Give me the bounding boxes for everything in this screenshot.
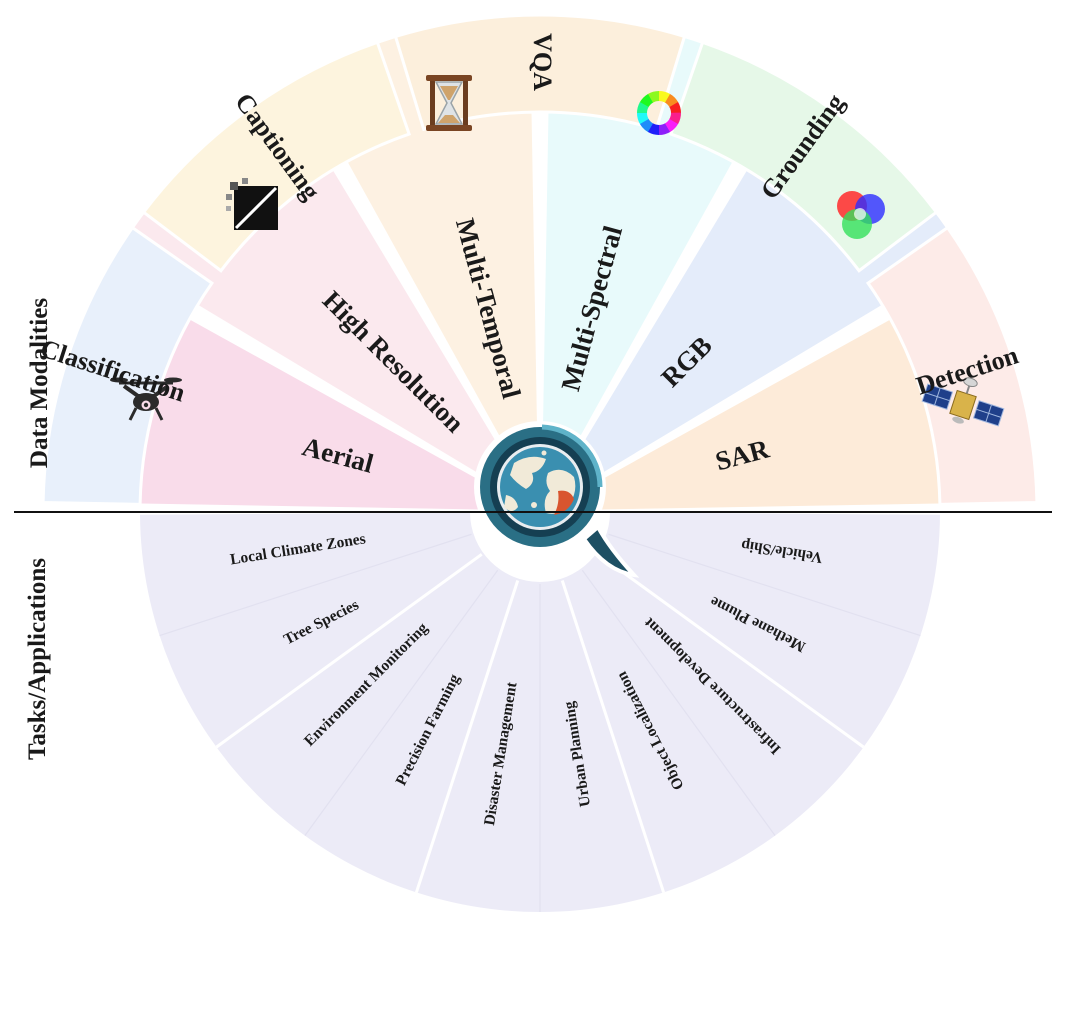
high-resolution-icon xyxy=(226,178,278,230)
icon-layer xyxy=(110,75,1005,427)
task-label: VQA xyxy=(528,33,557,91)
application-divider xyxy=(159,533,472,637)
application-divider xyxy=(304,569,499,836)
drone-icon xyxy=(110,377,182,421)
color-wheel-segment xyxy=(647,91,659,103)
application-divider xyxy=(581,569,776,836)
satellite-icon xyxy=(921,377,1005,427)
task-sector-detection xyxy=(865,225,1039,506)
color-wheel-segment xyxy=(659,123,671,135)
color-wheel-segment xyxy=(637,102,649,114)
application-divider xyxy=(414,580,520,893)
application-divider xyxy=(560,580,666,893)
application-divider xyxy=(215,553,483,749)
rgb-circles-icon xyxy=(837,191,885,239)
color-wheel-segment xyxy=(637,113,649,125)
sector-layer xyxy=(41,13,1039,912)
application-divider xyxy=(597,553,865,749)
hourglass-icon xyxy=(426,75,472,131)
task-sector-captioning xyxy=(141,40,412,273)
color-wheel-segment xyxy=(648,123,660,135)
data-modalities-title: Data Modalities xyxy=(26,298,53,468)
color-wheel-icon xyxy=(637,91,681,135)
task-sector-classification xyxy=(41,225,215,506)
application-divider xyxy=(608,533,921,637)
tasks-applications-title: Tasks/Applications xyxy=(24,558,51,760)
color-wheel-segment xyxy=(669,101,681,113)
color-wheel-segment xyxy=(669,112,681,124)
color-wheel-segment xyxy=(658,91,670,103)
